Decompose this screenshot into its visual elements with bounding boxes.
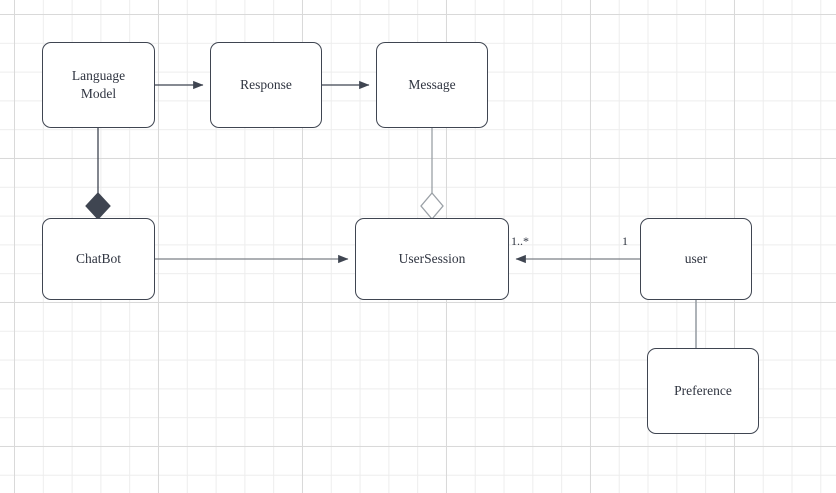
node-label: ChatBot bbox=[75, 250, 121, 266]
hollow-diamond-marker bbox=[420, 191, 444, 221]
node-preference[interactable]: Preference bbox=[647, 348, 759, 434]
multiplicity-label-usersession-end: 1..* bbox=[511, 234, 529, 248]
node-message[interactable]: Message bbox=[376, 42, 488, 128]
node-label: Response bbox=[240, 76, 292, 92]
node-usersession[interactable]: UserSession bbox=[355, 218, 509, 300]
node-label: user bbox=[684, 250, 708, 266]
node-label: UserSession bbox=[398, 250, 466, 266]
filled-diamond-marker bbox=[85, 192, 111, 220]
node-response[interactable]: Response bbox=[210, 42, 322, 128]
node-chatbot[interactable]: ChatBot bbox=[42, 218, 155, 300]
multiplicity-label-user-end: 1 bbox=[622, 234, 628, 248]
node-label: Language Model bbox=[71, 67, 126, 101]
node-label: Message bbox=[408, 76, 456, 92]
node-label: Preference bbox=[674, 382, 732, 398]
node-language-model[interactable]: Language Model bbox=[42, 42, 155, 128]
node-user[interactable]: user bbox=[640, 218, 752, 300]
